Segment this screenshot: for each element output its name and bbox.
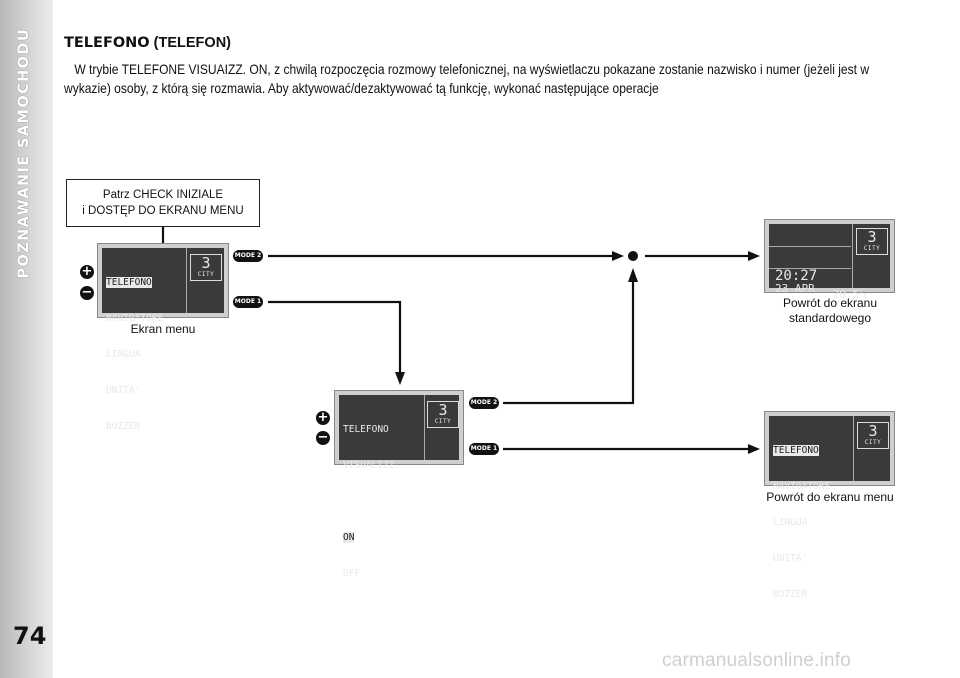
temp-unit: °C [859, 292, 868, 300]
menu-screen: TELEFONO NAVIGATORE LINGUA UNITA' BUZZER… [97, 243, 229, 432]
section-heading: TELEFONO (TELEFON) [64, 35, 231, 51]
check-initial-box: Patrz CHECK INIZIALE i DOSTĘP DO EKRANU … [66, 179, 260, 227]
menu-item: LINGUA [773, 517, 808, 528]
return-menu-screen: TELEFONO NAVIGATORE LINGUA UNITA' BUZZER… [764, 411, 895, 600]
option-on: ON [343, 532, 355, 543]
sidebar: POZNAWANIE SAMOCHODU 74 [0, 0, 53, 678]
menu-item: NAVIGATORE [106, 313, 164, 324]
option-off: OFF [343, 568, 361, 579]
menu-item: TELEFONO [773, 445, 819, 456]
menu-item: TELEFONO [106, 277, 152, 288]
telefono-line: VISUALIZZ. [343, 460, 401, 471]
mode1-button[interactable]: MODE 1 [233, 296, 263, 308]
mode2-button[interactable]: MODE 2 [469, 397, 499, 409]
mode1-button[interactable]: MODE 1 [469, 443, 499, 455]
mode2-button[interactable]: MODE 2 [233, 250, 263, 262]
telefono-line: TELEFONO [343, 424, 389, 435]
return-menu-caption: Powrót do ekranu menu [766, 490, 894, 504]
watermark: carmanualsonline.info [662, 650, 852, 671]
heading-rest: (TELEFON) [153, 35, 231, 51]
menu-item: BUZZER [773, 589, 808, 600]
intro-paragraph: W trybie TELEFONE VISUAIZZ. ON, z chwilą… [64, 61, 870, 96]
clock-time: 20:27 [775, 268, 818, 284]
page-number: 74 [13, 622, 47, 650]
menu-item: UNITA' [773, 553, 808, 564]
standard-screen-caption: Powrót do ekranu standardowego [782, 296, 878, 325]
check-line2: i DOSTĘP DO EKRANU MENU [82, 205, 244, 217]
plus-button[interactable]: + [80, 264, 94, 279]
temperature: 20.5 [832, 288, 860, 301]
check-line1: Patrz CHECK INIZIALE [102, 189, 224, 201]
menu-item: UNITA' [106, 385, 141, 396]
date: 23 APR [775, 282, 815, 295]
plus-button[interactable]: + [316, 410, 330, 425]
menu-item: BUZZER [106, 421, 141, 432]
menu-item: NAVIGATORE [773, 481, 831, 492]
minus-button[interactable]: − [80, 285, 94, 300]
menu-screen-caption: Ekran menu [130, 322, 196, 336]
heading-bold: TELEFONO [64, 35, 150, 51]
minus-button[interactable]: − [316, 430, 330, 445]
menu-item: LINGUA [106, 349, 141, 360]
